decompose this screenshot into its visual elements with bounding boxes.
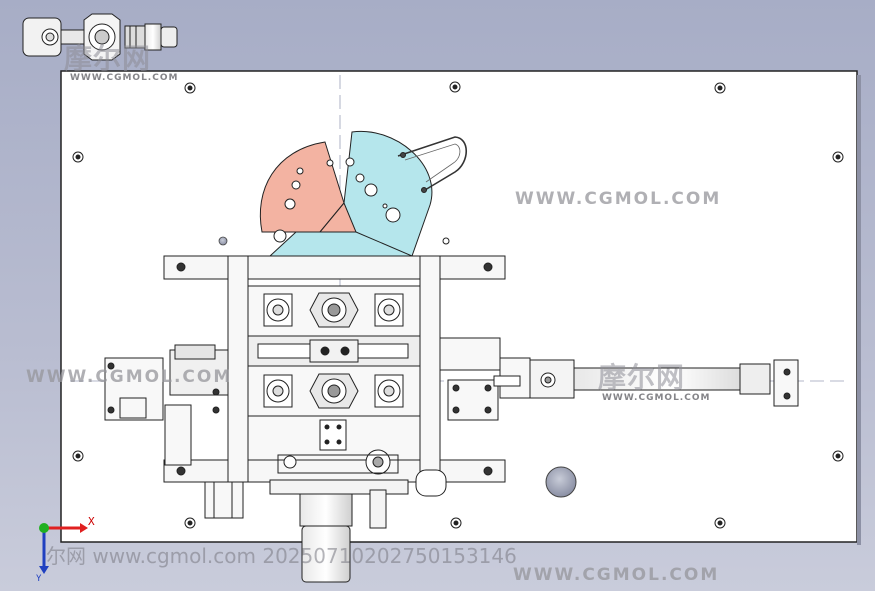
mounting-hole	[449, 81, 461, 93]
mounting-hole	[832, 450, 844, 462]
center-slide	[257, 339, 409, 451]
gripper-cyan-sector	[339, 130, 433, 257]
mounting-hole	[72, 450, 84, 462]
hex-nut	[309, 292, 359, 328]
mounting-hole	[450, 517, 462, 529]
bearing-units	[263, 292, 404, 409]
triad-y-label: Y	[36, 574, 42, 584]
plate-mounting-holes	[72, 81, 844, 529]
mounting-hole	[72, 151, 84, 163]
hex-nut	[309, 373, 359, 409]
bearing	[263, 293, 293, 327]
triad-x-label: X	[88, 515, 95, 528]
right-block	[439, 337, 531, 421]
rotary-gripper-head	[259, 130, 468, 257]
mounting-hole	[714, 517, 726, 529]
coordinate-triad-icon	[39, 523, 88, 574]
gray-sensor-disc-large	[545, 466, 577, 498]
mounting-hole	[184, 517, 196, 529]
gripper-red-sector	[259, 141, 345, 233]
small-hole-right	[442, 237, 450, 245]
gripper-red-jaw	[318, 202, 357, 233]
pipe-fitting-assembly	[22, 13, 178, 61]
base-plate-shadow	[857, 75, 861, 545]
mounting-hole	[714, 82, 726, 94]
bearing	[263, 374, 293, 408]
gray-sensor-disc-small	[218, 236, 228, 246]
linear-actuator	[493, 359, 799, 407]
left-bracket	[104, 344, 244, 519]
top-crossbar	[163, 255, 506, 280]
bottom-drive	[269, 449, 447, 583]
gripper-handle	[397, 136, 468, 191]
bearing	[374, 374, 404, 408]
watermark-stamp: 尔网 www.cgmol.com 20250710202750153146	[46, 544, 517, 568]
bottom-crossbar	[163, 459, 506, 483]
bearing	[374, 293, 404, 327]
mounting-hole	[184, 82, 196, 94]
mounting-hole	[832, 151, 844, 163]
